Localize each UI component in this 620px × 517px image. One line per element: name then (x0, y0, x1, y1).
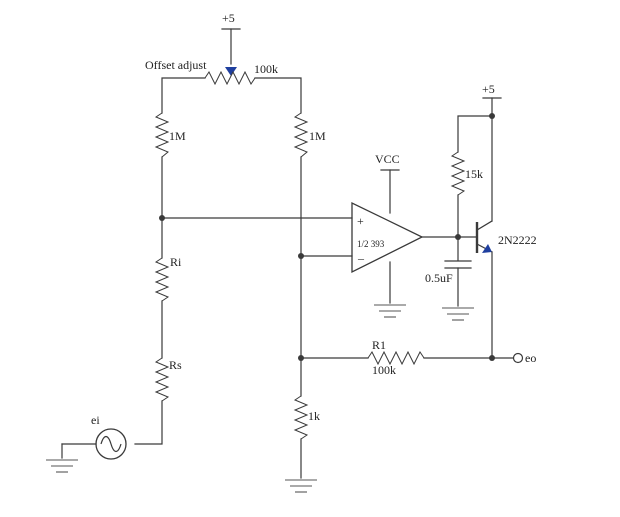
ground-cap-icon (442, 307, 474, 321)
resistor-rs: Rs (134, 357, 182, 445)
capacitor-0-5uf: 0.5uF (425, 236, 472, 307)
top-supply: +5 (221, 11, 241, 65)
opamp-minus-label: – (357, 251, 365, 265)
opamp-part-label: 1/2 393 (357, 239, 385, 249)
cap-label: 0.5uF (425, 271, 453, 285)
vcc-label: VCC (375, 152, 400, 166)
resistor-r1: R1 100k (367, 338, 493, 377)
r1-value-label: 100k (372, 363, 396, 377)
resistor-left-1m: 1M (154, 112, 186, 219)
r-left-1m-label: 1M (169, 129, 186, 143)
output-terminal: eo (512, 351, 536, 365)
ei-label: ei (91, 413, 100, 427)
offset-potentiometer[interactable]: Offset adjust 100k (145, 58, 302, 114)
comparator-opamp: + – 1/2 393 (351, 201, 424, 274)
r-right-1m-label: 1M (309, 129, 326, 143)
rs-label: Rs (169, 358, 182, 372)
r-15k-label: 15k (465, 167, 483, 181)
opamp-plus-label: + (357, 214, 364, 228)
right-supply-label: +5 (482, 82, 495, 96)
ground-1k-icon (285, 479, 317, 493)
top-supply-label: +5 (222, 11, 235, 25)
r1-label: R1 (372, 338, 386, 352)
emitter-arrow-icon (482, 244, 492, 253)
signal-source-ei: ei (61, 413, 127, 460)
resistor-1k: 1k (293, 357, 320, 479)
eo-label: eo (525, 351, 536, 365)
ground-source-icon (46, 459, 78, 473)
r-1k-label: 1k (308, 409, 320, 423)
pot-value-label: 100k (254, 62, 278, 76)
offset-adjust-label: Offset adjust (145, 58, 207, 72)
right-supply: +5 (482, 82, 502, 117)
ri-label: Ri (170, 255, 182, 269)
transistor-2n2222: 2N2222 (475, 115, 537, 359)
resistor-right-1m: 1M (293, 112, 326, 359)
resistor-ri: Ri (154, 217, 182, 359)
ground-opamp-icon (374, 304, 406, 318)
transistor-label: 2N2222 (498, 233, 537, 247)
pot-wiper-arrow (225, 67, 237, 76)
resistor-15k: 15k (450, 151, 483, 238)
vcc-supply: VCC (375, 152, 400, 214)
